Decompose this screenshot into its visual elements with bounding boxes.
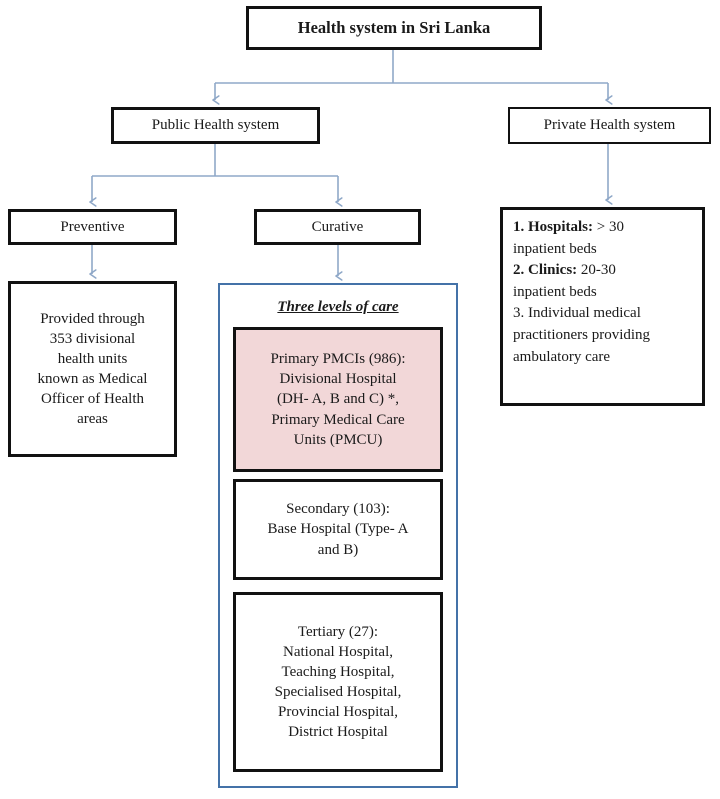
private-detail-line6: practitioners providing <box>513 326 651 343</box>
node-preventive-label: Preventive <box>60 218 125 235</box>
private-detail-line4: inpatient beds <box>513 283 597 300</box>
node-private-detail-text: 1. Hospitals: > 30 inpatient beds 2. Clini… <box>503 210 702 368</box>
levels-of-care-title: Three levels of care <box>277 299 399 315</box>
node-curative-label: Curative <box>311 218 364 235</box>
private-detail-line1-lead: 1. Hospitals: <box>513 219 594 235</box>
node-secondary-label: Secondary (103): Base Hospital (Type- A … <box>267 501 409 558</box>
node-root-label: Health system in Sri Lanka <box>297 17 491 37</box>
node-tertiary-level: Tertiary (27): National Hospital, Teachi… <box>233 592 443 772</box>
node-preventive: Preventive <box>8 209 177 245</box>
node-tertiary-label: Tertiary (27): National Hospital, Teachi… <box>274 623 402 741</box>
private-detail-line2: inpatient beds <box>513 240 597 257</box>
private-detail-line5: 3. Individual medical <box>513 305 641 322</box>
node-primary-label: Primary PMCIs (986): Divisional Hospital… <box>270 351 406 448</box>
node-private-detail: 1. Hospitals: > 30 inpatient beds 2. Clini… <box>500 207 705 406</box>
edge-public-to-children <box>92 144 338 202</box>
node-public-label: Public Health system <box>151 117 280 134</box>
private-detail-line3-lead: 2. Clinics: <box>513 262 578 279</box>
node-health-system-root: Health system in Sri Lanka <box>246 6 542 50</box>
node-secondary-level: Secondary (103): Base Hospital (Type- A … <box>233 479 443 580</box>
node-private-health-system: Private Health system <box>508 107 711 144</box>
node-primary-level: Primary PMCIs (986): Divisional Hospital… <box>233 327 443 472</box>
node-curative: Curative <box>254 209 421 245</box>
private-detail-line3-rest: 20-30 <box>577 262 616 279</box>
node-public-health-system: Public Health system <box>111 107 320 144</box>
edge-root-to-children <box>215 50 608 100</box>
node-preventive-detail-label: Provided through 353 divisional health u… <box>37 310 148 428</box>
private-detail-line7: ambulatory care <box>513 348 611 365</box>
node-private-label: Private Health system <box>543 117 676 134</box>
private-detail-line1-rest: > 30 <box>593 219 624 235</box>
node-preventive-detail: Provided through 353 divisional health u… <box>8 281 177 457</box>
